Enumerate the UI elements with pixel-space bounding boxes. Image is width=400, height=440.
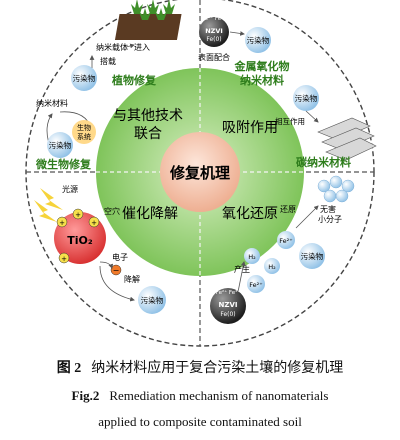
sector-combination-line2: 联合 [134, 126, 162, 142]
fe2-bubble-top: Fe²⁺ [277, 231, 295, 249]
pollutant-bubble-catalysis: 污染物 [138, 286, 166, 314]
sector-redox: 氧化还原 [222, 206, 278, 222]
lightning-icon [34, 188, 63, 222]
svg-text:H₂: H₂ [248, 253, 256, 261]
caption-cn: 图 2 纳米材料应用于复合污染土壤的修复机理 [0, 357, 400, 377]
label-surface-complex: 表面配合 [198, 52, 230, 62]
svg-text:污染物: 污染物 [141, 295, 164, 305]
svg-text:Fe²⁺: Fe²⁺ [249, 281, 262, 289]
label-harmless-line1: 无害 [320, 204, 336, 214]
pollutant-bubble-oxide: 污染物 [245, 27, 271, 53]
nzvi-particle-bottom: Fe²⁺ Fe³⁺ NZVI Fe(0) [210, 288, 246, 324]
svg-text:−: − [113, 266, 120, 275]
label-harmless-line2: 小分子 [318, 215, 342, 224]
label-nano-carrier: 纳米载体 [96, 42, 128, 52]
pollutant-bubble-plant: 污染物 [71, 65, 97, 91]
label-electron: 电子 [112, 252, 128, 262]
svg-text:Fe²⁺: Fe²⁺ [279, 237, 292, 245]
tio2-particle: TiO₂ + + + + [54, 208, 106, 264]
svg-text:TiO₂: TiO₂ [67, 234, 93, 247]
svg-text:+: + [75, 211, 81, 219]
svg-text:Fe²⁺ Fe³⁺: Fe²⁺ Fe³⁺ [216, 289, 241, 296]
caption-cn-text: 纳米材料应用于复合污染土壤的修复机理 [91, 361, 344, 376]
caption-en-text1: Remediation mechanism of nanomaterials [109, 388, 329, 403]
fe2-bubble-bottom: Fe²⁺ [247, 275, 265, 293]
svg-text:Fe²⁺ Fe³⁺: Fe²⁺ Fe³⁺ [202, 15, 227, 22]
svg-text:H₂: H₂ [268, 263, 276, 271]
pollutant-bubble-microbe: 污染物 [47, 132, 73, 158]
label-degrade: 降解 [124, 274, 140, 284]
sector-catalytic: 催化降解 [122, 206, 178, 222]
label-produce: 产生 [234, 264, 250, 274]
svg-text:NZVI: NZVI [205, 27, 223, 35]
svg-text:污染物: 污染物 [295, 93, 318, 103]
center-title: 修复机理 [169, 164, 230, 182]
label-reduce: 还原 [280, 204, 296, 214]
label-interaction: 相互作用 [275, 116, 305, 126]
label-load: 搭载 [100, 56, 116, 66]
caption-en-line1: Fig.2 Remediation mechanism of nanomateri… [0, 388, 400, 404]
label-metal-oxide-line1: 金属氧化物 [234, 59, 290, 73]
mechanism-diagram: 修复机理 与其他技术 联合 吸附作用 催化降解 氧化还原 纳米载体 进入 搭载 … [25, 0, 377, 347]
h2-bubble-left: H₂ [244, 248, 260, 264]
label-nano-material: 纳米材料 [36, 98, 68, 108]
nzvi-particle-top: Fe²⁺ Fe³⁺ NZVI Fe(0) [199, 15, 229, 47]
label-carbon-nanomaterial: 碳纳米材料 [296, 155, 351, 169]
label-hole: 空穴 [104, 206, 120, 216]
svg-text:Fe(0): Fe(0) [206, 36, 221, 43]
caption-cn-number: 图 2 [56, 361, 82, 376]
sector-adsorption: 吸附作用 [222, 120, 278, 136]
svg-text:+: + [91, 219, 97, 227]
svg-text:NZVI: NZVI [219, 301, 238, 309]
carbon-lattice [317, 117, 377, 161]
pollutant-bubble-redox: 污染物 [299, 243, 325, 269]
caption-en-number: Fig.2 [71, 388, 100, 403]
h2-bubble-right: H₂ [264, 258, 280, 274]
label-light-source: 光源 [62, 184, 78, 194]
electron-icon: − [110, 264, 122, 276]
svg-text:污染物: 污染物 [49, 140, 72, 150]
svg-text:Fe(0): Fe(0) [220, 311, 235, 318]
harmless-molecules [317, 175, 355, 203]
svg-text:生物: 生物 [77, 123, 91, 132]
bio-system: 生物 系统 [72, 120, 96, 144]
svg-text:污染物: 污染物 [301, 251, 324, 261]
caption-en-text2: applied to composite contaminated soil [98, 414, 302, 429]
sector-combination-line1: 与其他技术 [113, 108, 183, 124]
caption-en-line2: applied to composite contaminated soil [0, 414, 400, 430]
center-circle [160, 132, 240, 212]
label-metal-oxide-line2: 纳米材料 [240, 73, 284, 87]
svg-text:系统: 系统 [77, 132, 91, 141]
pollutant-bubble-carbon: 污染物 [293, 85, 319, 111]
svg-text:污染物: 污染物 [247, 35, 270, 45]
plant-tray [114, 0, 182, 40]
label-plant-remediation: 植物修复 [111, 73, 157, 87]
svg-text:+: + [61, 255, 67, 263]
svg-text:+: + [59, 219, 65, 227]
svg-text:污染物: 污染物 [73, 73, 96, 83]
label-enter: 进入 [134, 43, 150, 52]
degrade-arrow [99, 265, 135, 302]
label-microbe-remediation: 微生物修复 [35, 157, 92, 171]
